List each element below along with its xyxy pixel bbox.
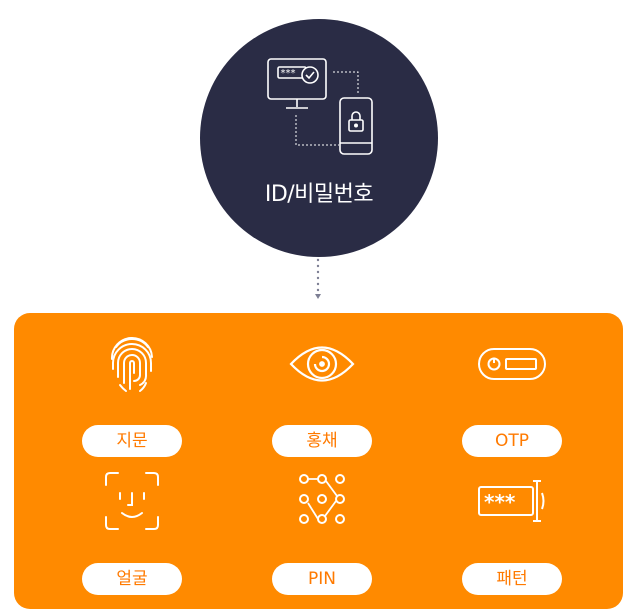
password-mask: *** [281, 68, 296, 79]
id-password-label: ID/비밀번호 [264, 182, 374, 207]
id-password-node: *** ID/비밀번호 [200, 19, 438, 257]
password-field-icon: *** [442, 471, 582, 533]
connector-arrow [309, 257, 327, 307]
method-label-fingerprint: 지문 [82, 425, 182, 457]
otp-token-icon [442, 333, 582, 395]
method-label-pin: PIN [272, 563, 372, 595]
face-scan-icon [62, 471, 202, 533]
fingerprint-icon [62, 333, 202, 395]
auth-methods-panel: 지문 홍채 OTP [14, 313, 623, 609]
method-label-otp: OTP [462, 425, 562, 457]
method-label-iris: 홍채 [272, 425, 372, 457]
eye-iris-icon [252, 333, 392, 395]
pattern-mask: *** [484, 490, 516, 514]
pattern-dots-icon [252, 471, 392, 533]
method-label-face: 얼굴 [82, 563, 182, 595]
monitor-phone-lock-icon: *** [266, 57, 376, 163]
method-label-pattern: 패턴 [462, 563, 562, 595]
